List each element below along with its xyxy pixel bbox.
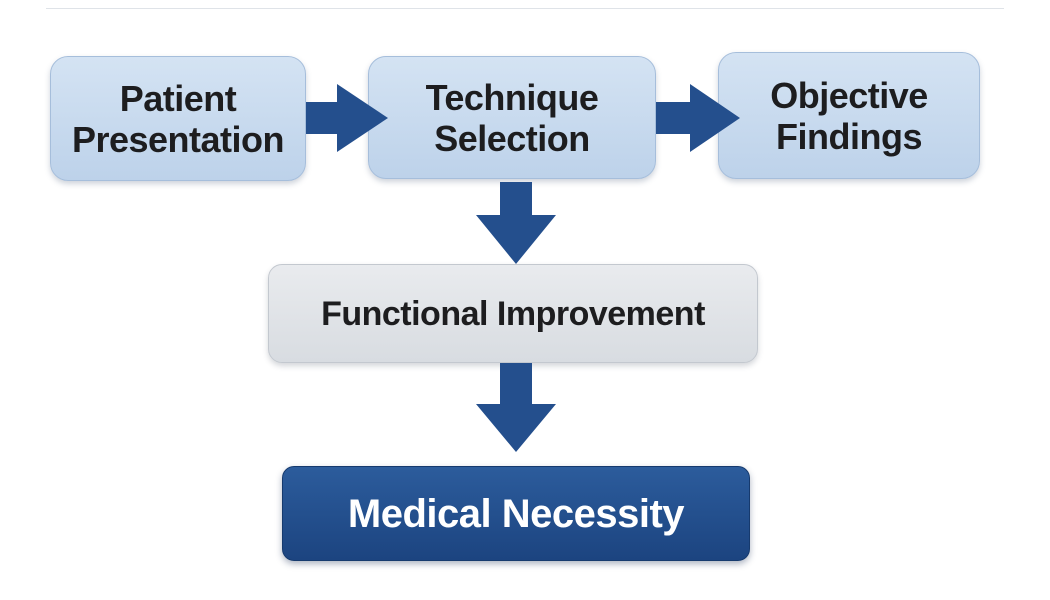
medical-necessity-label: Medical Necessity — [347, 491, 685, 536]
arrow-down-2 — [476, 363, 556, 452]
arrow-right-1 — [306, 84, 388, 152]
patient-presentation-box: Patient Presentation — [50, 56, 306, 181]
functional-improvement-box: Functional Improvement — [268, 264, 758, 363]
medical-necessity-box: Medical Necessity — [282, 466, 750, 561]
technique-selection-box: Technique Selection — [368, 56, 656, 179]
objective-findings-box: Objective Findings — [718, 52, 980, 179]
technique-selection-label: Technique Selection — [425, 76, 599, 159]
top-divider — [46, 8, 1004, 9]
functional-improvement-label: Functional Improvement — [321, 294, 705, 333]
objective-findings-label: Objective Findings — [770, 74, 928, 157]
arrow-down-1 — [476, 182, 556, 264]
arrow-right-2 — [656, 84, 740, 152]
patient-presentation-label: Patient Presentation — [71, 77, 285, 160]
